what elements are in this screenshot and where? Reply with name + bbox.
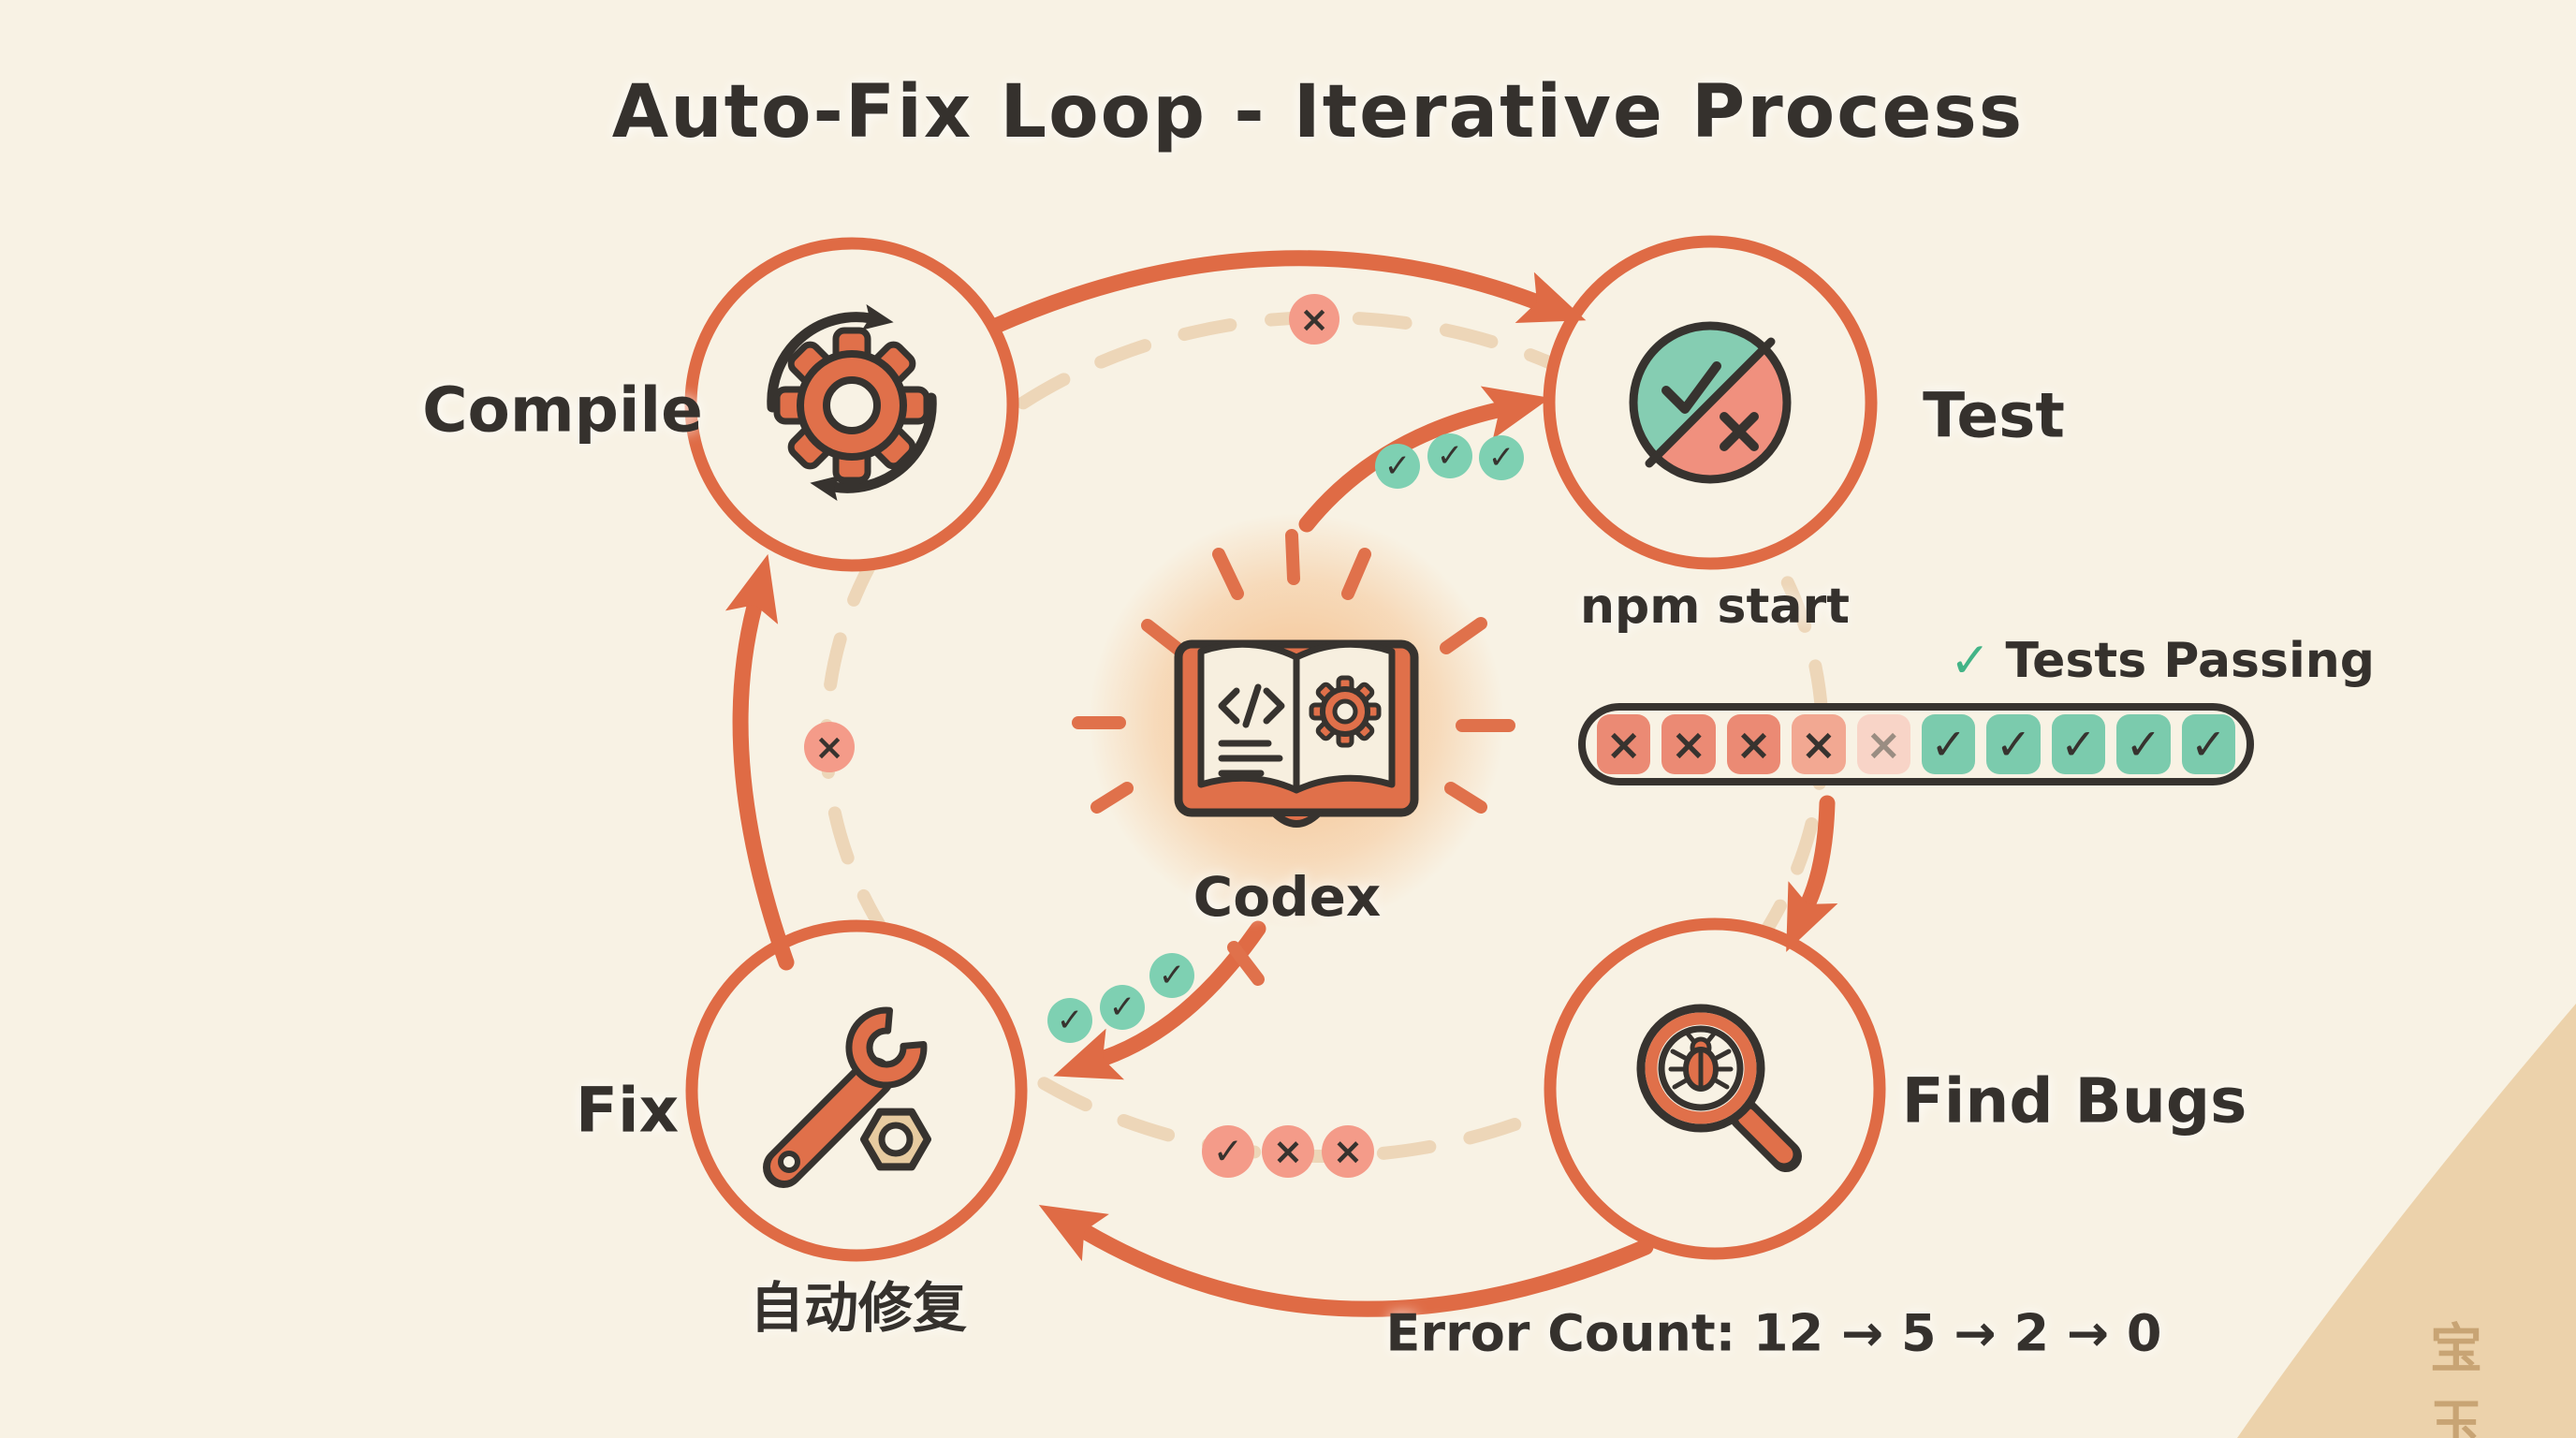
codex-ray — [1227, 941, 1265, 986]
codex-label: Codex — [1193, 865, 1382, 929]
test-label: Test — [1923, 379, 2065, 452]
test-cell-fail: × — [1597, 714, 1651, 774]
codex-ray — [1341, 548, 1371, 600]
loop-marker-bottom-fail-2: × — [1322, 1125, 1374, 1178]
codex-ray — [1141, 619, 1188, 658]
error-count-caption: Error Count: 12 → 5 → 2 → 0 — [1385, 1303, 2162, 1363]
test-cell-fail-faint: × — [1856, 714, 1911, 774]
test-results-bar: ×××××✓✓✓✓✓ — [1578, 703, 2254, 785]
loop-marker-bottom-fail-1: × — [1262, 1125, 1314, 1178]
loop-marker-bottom-check: ✓ — [1202, 1125, 1254, 1178]
loop-marker-top-fail: × — [1289, 294, 1339, 345]
gear — [773, 327, 930, 484]
check-icon: ✓ — [1949, 633, 1991, 689]
tests-passing-legend: ✓ Tests Passing — [1950, 633, 2375, 689]
loop-marker-left-fail: × — [804, 722, 855, 772]
check-mark — [1661, 361, 1721, 414]
codex-to-fix-check-1: ✓ — [1047, 998, 1092, 1043]
arrow-compile-to-test — [988, 250, 1587, 334]
test-cell-pass: ✓ — [1986, 714, 2041, 774]
pass-fail-icon — [1629, 321, 1792, 484]
wrench-head — [845, 1006, 928, 1089]
codex-ray — [1212, 548, 1244, 600]
bug — [1668, 1030, 1734, 1092]
test-cell-fail: × — [1726, 714, 1781, 774]
codex-book-icon — [1174, 639, 1419, 828]
test-cell-pass: ✓ — [1922, 714, 1976, 774]
arrow-fix-to-compile — [724, 553, 795, 971]
arrow-bar-to-findbugs — [1786, 795, 1838, 952]
wrench-nut-icon — [763, 1006, 931, 1188]
code-glyph — [1218, 683, 1285, 777]
codex-ray — [1090, 782, 1134, 814]
codex-to-fix-check-2: ✓ — [1100, 985, 1145, 1030]
sync-arrows — [767, 304, 937, 501]
codex-ray — [1285, 529, 1300, 585]
codex-to-test-check-3: ✓ — [1479, 435, 1524, 480]
codex-rays — [1072, 529, 1515, 986]
arrow-findbugs-to-fix — [1038, 1205, 1654, 1317]
test-cell-fail: × — [1661, 714, 1716, 774]
book-gear — [1309, 675, 1382, 748]
npm-start-caption: npm start — [1580, 579, 1850, 635]
test-cell-pass: ✓ — [2181, 714, 2236, 774]
corner-decoration — [2237, 1004, 2576, 1438]
codex-ray — [1444, 782, 1487, 814]
gear-sync-icon — [767, 304, 937, 501]
codex-ray — [1440, 617, 1487, 654]
find-bugs-label: Find Bugs — [1901, 1064, 2247, 1137]
page-title: Auto-Fix Loop - Iterative Process — [611, 70, 2025, 154]
tests-passing-label: Tests Passing — [2005, 633, 2376, 689]
test-cell-fail-mid: × — [1792, 714, 1846, 774]
codex-to-test-check-2: ✓ — [1427, 433, 1472, 478]
cross-mark — [1720, 412, 1759, 451]
fix-label: Fix — [575, 1074, 680, 1147]
test-cell-pass: ✓ — [2116, 714, 2171, 774]
compile-label: Compile — [422, 374, 703, 447]
watermark: 宝玉 — [2430, 1319, 2488, 1438]
codex-to-fix-check-3: ✓ — [1149, 953, 1194, 998]
codex-to-test-check-1: ✓ — [1375, 444, 1420, 489]
bug-magnifier-icon — [1636, 1004, 1802, 1172]
auto-fix-chinese-caption: 自动修复 — [749, 1276, 968, 1340]
test-cell-pass: ✓ — [2051, 714, 2106, 774]
nut — [860, 1108, 931, 1171]
